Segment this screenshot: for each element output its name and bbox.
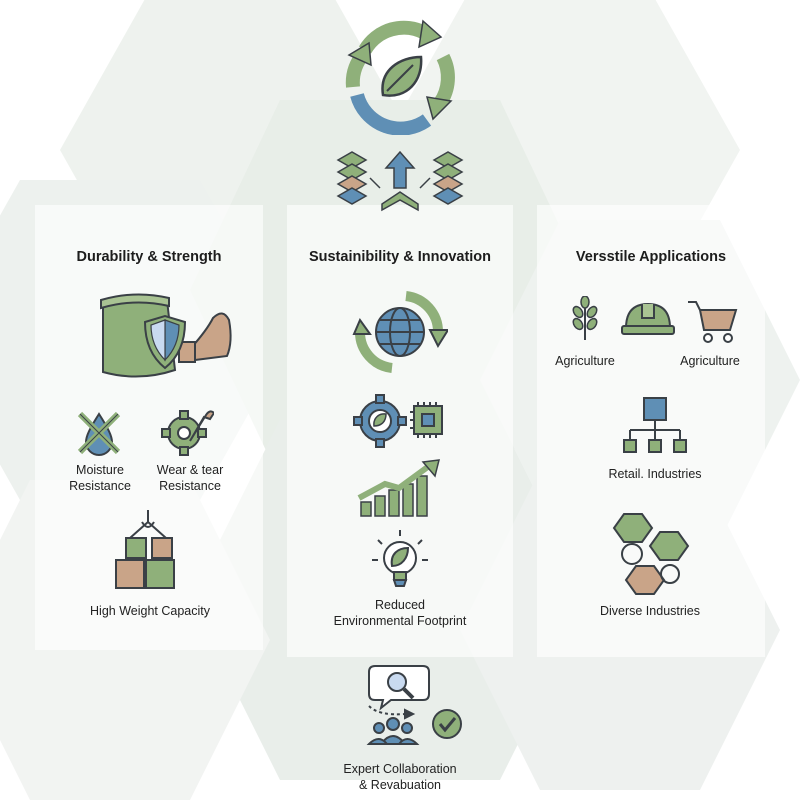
diverse-label: Diverse Industries [599, 604, 701, 618]
shopping-cart-icon [686, 298, 738, 344]
wheat-icon [568, 296, 602, 342]
crane-boxes-icon [114, 508, 184, 590]
no-moisture-icon [76, 408, 122, 456]
collaboration-icon [365, 660, 465, 748]
gear-wrench-icon [160, 405, 214, 457]
moisture-label-line2: Resistance [69, 479, 131, 493]
collaboration-label-line2: & Revabuation [358, 778, 441, 792]
agriculture-label-1: Agriculture [555, 354, 615, 368]
layers-upgrade-icon [330, 148, 470, 214]
lightbulb-leaf-icon [368, 528, 432, 592]
recycle-leaf-icon [335, 15, 465, 135]
org-chart-icon [620, 396, 690, 462]
footprint-label-line1: Reduced [374, 598, 426, 612]
globe-cycle-icon [352, 290, 448, 376]
collaboration-label-line1: Expert Collaboration [343, 762, 457, 776]
diverse-hexagons-icon [608, 510, 694, 600]
sustainability-title: Sustainibility & Innovation [308, 249, 492, 265]
gear-chip-icon [352, 394, 448, 448]
moisture-label-line1: Moisture [76, 463, 124, 477]
wear-label-line2: Resistance [159, 479, 221, 493]
sack-shield-muscle-icon [95, 290, 235, 385]
agriculture-label-2: Agriculture [680, 354, 740, 368]
applications-title: Versstile Applications [575, 249, 727, 265]
hard-hat-icon [620, 298, 676, 338]
growth-chart-icon [355, 458, 445, 520]
wear-label-line1: Wear & tear [156, 463, 224, 477]
retail-label: Retail. Industries [608, 467, 702, 481]
weight-label: High Weight Capacity [90, 604, 210, 618]
footprint-label-line2: Environmental Footprint [333, 614, 467, 628]
durability-title: Durability & Strength [76, 249, 222, 265]
